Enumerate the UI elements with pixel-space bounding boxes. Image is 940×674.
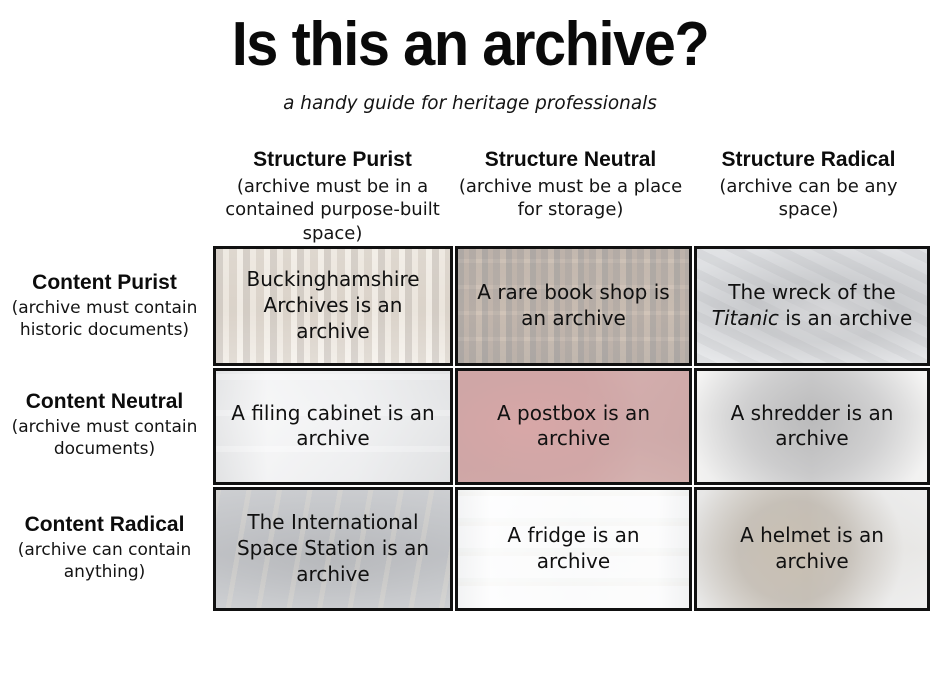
matrix-cell-label: The wreck of the Titanic is an archive [697, 280, 927, 331]
matrix-cell-neutral-purist[interactable]: A filing cabinet is an archive [213, 367, 453, 485]
row-header-content-radical: Content Radical (archive can contain any… [0, 485, 213, 611]
photo-veil [458, 370, 689, 482]
column-header-subtitle: (archive must be in a contained purpose-… [225, 175, 440, 245]
matrix-cell-label-italic: Titanic [711, 305, 779, 330]
row-header-subtitle: (archive can contain anything) [17, 539, 192, 582]
matrix-cell-strip: The International Space Station is an ar… [213, 485, 930, 611]
matrix-cell-neutral-radical[interactable]: A shredder is an archive [694, 367, 930, 485]
matrix-cell-label: The International Space Station is an ar… [236, 510, 430, 586]
row-header-subtitle: (archive must contain historic documents… [11, 297, 198, 340]
row-header-title: Content Radical [24, 512, 185, 536]
matrix-row-content-neutral: Content Neutral (archive must contain do… [0, 366, 940, 485]
column-header-subtitle: (archive must be a place for storage) [458, 175, 683, 221]
matrix-cell-label: A helmet is an archive [740, 523, 884, 573]
row-header-subtitle: (archive must contain documents) [11, 417, 198, 460]
matrix-cell-radical-purist[interactable]: The International Space Station is an ar… [213, 486, 453, 611]
column-header-row: Structure Purist (archive must be in a c… [0, 148, 940, 246]
row-header-title: Content Purist [32, 270, 177, 294]
header-block: Is this an archive? a handy guide for he… [0, 10, 940, 115]
matrix-cell-purist-neutral[interactable]: A rare book shop is an archive [455, 245, 692, 366]
row-header-content-neutral: Content Neutral (archive must contain do… [0, 366, 213, 485]
matrix-cell-label-before: The wreck of the [728, 280, 896, 305]
photo-veil [697, 489, 927, 608]
matrix-cell-purist-purist[interactable]: Buckinghamshire Archives is an archive [213, 245, 453, 366]
matrix-row-content-radical: Content Radical (archive can contain any… [0, 485, 940, 611]
column-header-subtitle: (archive can be any space) [719, 175, 898, 221]
row-header-title: Content Neutral [25, 390, 184, 414]
photo-veil [697, 370, 927, 482]
column-header-title: Structure Purist [253, 148, 412, 171]
row-header-content-purist: Content Purist (archive must contain his… [0, 246, 213, 366]
matrix-cell-label: A filing cabinet is an archive [231, 400, 435, 451]
page-subtitle: a handy guide for heritage professionals [283, 92, 657, 114]
archive-matrix: Structure Purist (archive must be in a c… [0, 148, 940, 611]
matrix-cell-radical-radical[interactable]: A helmet is an archive [694, 486, 930, 611]
photo-veil [216, 370, 450, 482]
matrix-cell-label: Buckinghamshire Archives is an archive [246, 267, 420, 343]
page-title: Is this an archive? [231, 10, 710, 79]
matrix-cell-strip: Buckinghamshire Archives is an archive A… [213, 245, 930, 366]
column-header-title: Structure Neutral [484, 148, 657, 171]
column-header-structure-radical: Structure Radical (archive can be any sp… [689, 148, 928, 222]
matrix-cell-strip: A filing cabinet is an archive A postbox… [213, 366, 930, 485]
matrix-cell-purist-radical[interactable]: The wreck of the Titanic is an archive [694, 245, 930, 366]
matrix-cell-label: A postbox is an archive [496, 400, 650, 451]
photo-veil [216, 248, 450, 363]
matrix-cell-label-after: is an archive [778, 305, 913, 330]
matrix-cell-label: A fridge is an archive [507, 523, 640, 573]
matrix-cell-neutral-neutral[interactable]: A postbox is an archive [455, 367, 692, 485]
photo-veil [458, 489, 689, 608]
photo-veil [458, 248, 689, 363]
matrix-cell-label: A rare book shop is an archive [477, 280, 670, 330]
photo-veil [697, 248, 927, 363]
column-header-structure-neutral: Structure Neutral (archive must be a pla… [452, 148, 689, 222]
column-header-structure-purist: Structure Purist (archive must be in a c… [213, 148, 452, 246]
matrix-cell-radical-neutral[interactable]: A fridge is an archive [455, 486, 692, 611]
column-header-title: Structure Radical [721, 148, 896, 171]
matrix-cell-label: A shredder is an archive [730, 400, 894, 451]
photo-veil [216, 489, 450, 608]
matrix-row-content-purist: Content Purist (archive must contain his… [0, 245, 940, 366]
